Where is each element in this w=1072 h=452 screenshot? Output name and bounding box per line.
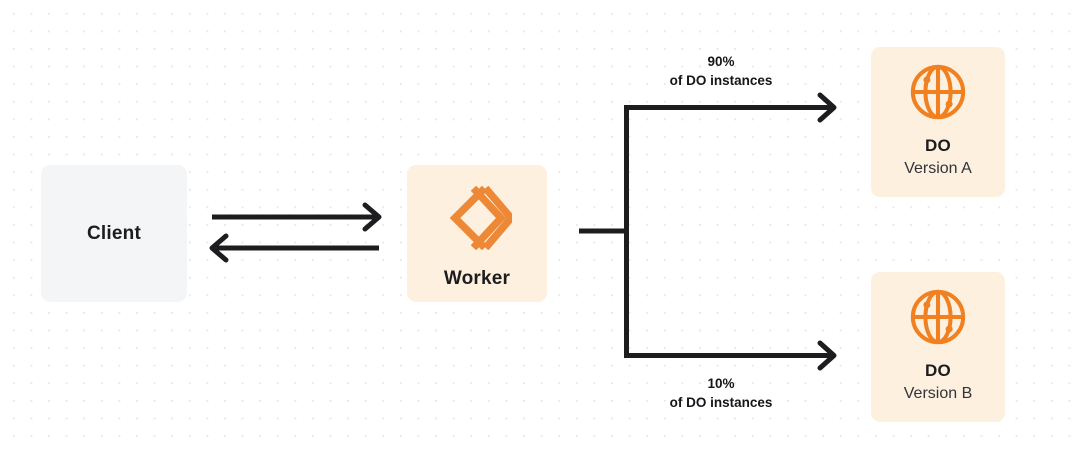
globe-icon xyxy=(910,289,966,345)
arrow-worker-to-do-b xyxy=(624,340,837,371)
node-worker-label: Worker xyxy=(443,268,511,289)
node-do-a-subtitle: Version A xyxy=(904,160,972,177)
arrow-worker-to-client xyxy=(209,233,379,263)
arrow-worker-to-do-a xyxy=(624,92,837,123)
edge-label-do-b: 10% of DO instances xyxy=(626,374,816,412)
node-worker[interactable]: Worker xyxy=(407,165,547,302)
edge-label-do-a-percent: 90% xyxy=(707,54,735,69)
node-client[interactable]: Client xyxy=(41,165,187,302)
edge-label-do-b-percent: 10% xyxy=(707,376,735,391)
node-client-label: Client xyxy=(87,222,141,244)
edge-label-do-a-caption: of DO instances xyxy=(669,73,773,88)
edge-label-do-b-caption: of DO instances xyxy=(669,395,773,410)
arrow-client-to-worker xyxy=(212,202,382,232)
cloudflare-workers-icon xyxy=(449,186,512,250)
node-do-version-a[interactable]: DO Version A xyxy=(871,47,1005,197)
node-do-b-subtitle: Version B xyxy=(903,385,973,402)
node-do-b-title: DO xyxy=(925,361,951,380)
node-do-version-b[interactable]: DO Version B xyxy=(871,272,1005,422)
connector-worker-split xyxy=(579,105,629,357)
globe-icon xyxy=(910,64,966,120)
node-do-a-title: DO xyxy=(925,136,951,155)
edge-label-do-a: 90% of DO instances xyxy=(626,52,816,90)
